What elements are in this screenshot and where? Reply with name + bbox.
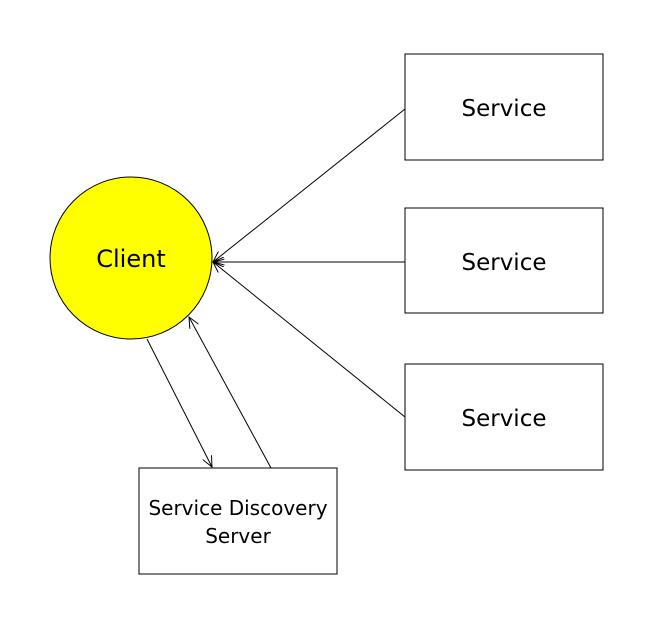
discovery-server-node: Service Discovery Server	[138, 467, 338, 575]
service-node-1: Service	[404, 53, 604, 161]
client-node: Client	[49, 176, 213, 340]
discovery-server-box	[138, 467, 338, 575]
service-box-2	[404, 207, 604, 314]
service-label-3: Service	[461, 406, 546, 432]
service-label-2: Service	[461, 250, 546, 276]
service-box-3	[404, 363, 604, 471]
discovery-server-label-line2: Server	[205, 524, 271, 548]
service-node-3: Service	[404, 363, 604, 471]
service-label-1: Service	[461, 96, 546, 122]
arrow-service3-to-client	[213, 262, 406, 418]
client-label: Client	[96, 245, 165, 273]
service-box-1	[404, 53, 604, 161]
arrow-service1-to-client	[213, 108, 406, 262]
service-node-2: Service	[404, 207, 604, 314]
arrow-client-to-discovery	[146, 338, 212, 467]
arrow-discovery-to-client	[189, 317, 272, 469]
discovery-server-label-line1: Service Discovery	[148, 496, 327, 520]
